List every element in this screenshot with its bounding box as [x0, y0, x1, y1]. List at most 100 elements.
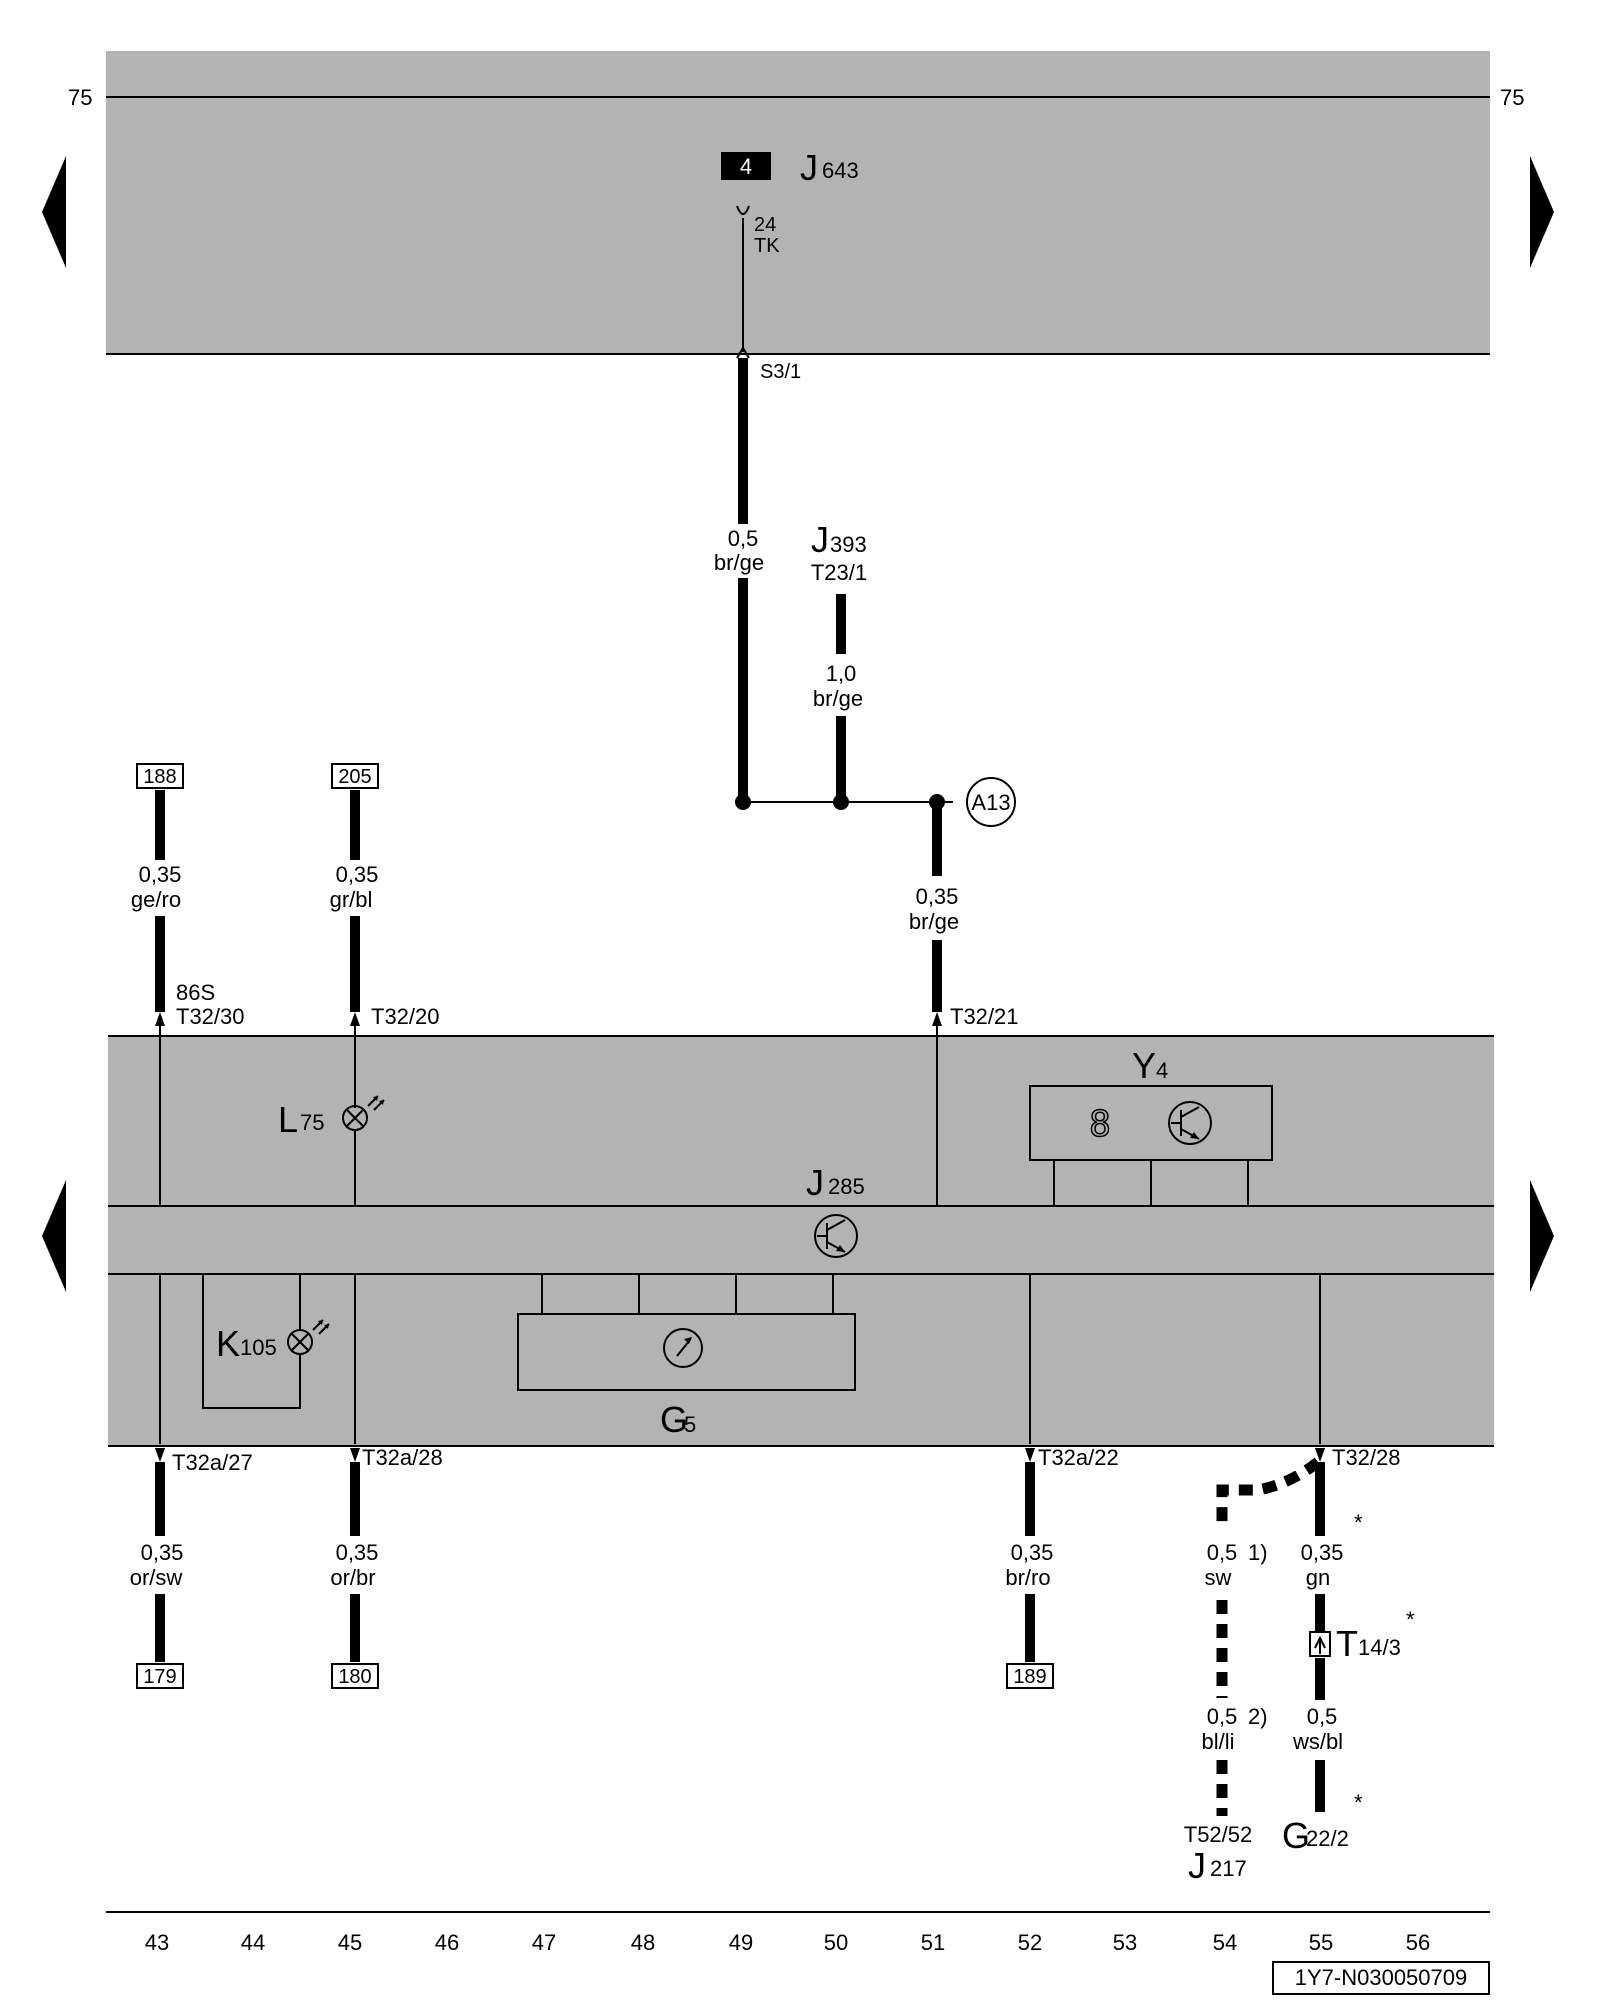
plug-t32a-22-icon — [1025, 1448, 1035, 1462]
t14-connector-icon — [1309, 1631, 1331, 1657]
wire-50-color: br/ge — [813, 686, 863, 711]
wire-54b-note: 2) — [1248, 1704, 1268, 1729]
j285-index: 285 — [828, 1174, 865, 1199]
socket-s3-icon — [736, 346, 750, 359]
panel-j643 — [106, 51, 1490, 354]
wire-54a-size: 0,5 — [1207, 1540, 1238, 1565]
y4-letter: Y — [1132, 1045, 1156, 1086]
wire-51-size: 0,35 — [916, 884, 959, 909]
asterisk-2: * — [1406, 1607, 1415, 1632]
plug-t32-21-icon — [932, 1012, 942, 1026]
column-number: 44 — [241, 1930, 265, 1955]
pin-t32-20-label: T32/20 — [371, 1004, 440, 1029]
wire-54-dashed-top — [1216, 1457, 1322, 1530]
ref-left-75: 75 — [68, 85, 92, 110]
previous-page-arrow-top[interactable] — [42, 156, 66, 268]
junction-dot-50 — [833, 794, 849, 810]
ref-188-label: 188 — [143, 766, 176, 788]
column-number: 49 — [729, 1930, 753, 1955]
plug-t32-28-icon — [1315, 1448, 1325, 1462]
previous-page-arrow-middle[interactable] — [42, 1180, 66, 1292]
ref-box-205 — [331, 763, 379, 789]
fuse-badge-number: 4 — [740, 154, 752, 179]
connector-s3-label: S3/1 — [760, 361, 801, 383]
j393-letter: J — [811, 519, 829, 560]
ref-205-label: 205 — [338, 766, 371, 788]
doc-id-label: 1Y7-N030050709 — [1295, 1965, 1467, 1990]
next-page-arrow-top[interactable] — [1530, 156, 1554, 268]
ref-box-179 — [136, 1663, 184, 1689]
wire-55b-size: 0,5 — [1307, 1704, 1338, 1729]
g5-index: 5 — [684, 1412, 696, 1437]
j217-pin-label: T52/52 — [1184, 1822, 1253, 1847]
wire-45-top-size: 0,35 — [336, 862, 379, 887]
plug-t32-30-icon — [155, 1012, 165, 1026]
ref-180-label: 180 — [338, 1666, 371, 1688]
wire-45-top-color: gr/bl — [330, 887, 373, 912]
k105-index: 105 — [240, 1335, 277, 1360]
column-number: 47 — [532, 1930, 556, 1955]
plug-t32a-27-icon — [155, 1448, 165, 1462]
column-number: 43 — [145, 1930, 169, 1955]
g5-gauge-box — [517, 1313, 856, 1391]
l75-index: 75 — [300, 1110, 324, 1135]
y4-digit-segment: 8 — [1089, 1104, 1111, 1145]
j217-letter: J — [1188, 1845, 1206, 1886]
pin-t32a-27-label: T32a/27 — [172, 1450, 253, 1475]
wire-43-bot-size: 0,35 — [141, 1540, 184, 1565]
a13-label: A13 — [971, 790, 1010, 815]
j393-index: 393 — [830, 532, 867, 557]
wire-43-bot-color: or/sw — [130, 1565, 183, 1590]
g22-index: 22/2 — [1306, 1826, 1349, 1851]
column-number: 51 — [921, 1930, 945, 1955]
a13-circle-icon — [966, 777, 1016, 827]
ref-box-189 — [1006, 1663, 1054, 1689]
l75-lamp-icon — [342, 1095, 385, 1131]
wire-45-bot-color: or/br — [330, 1565, 375, 1590]
j393-pin: T23/1 — [811, 560, 867, 585]
asterisk-3: * — [1354, 1790, 1363, 1815]
wire-54a-note: 1) — [1248, 1540, 1268, 1565]
plug-t32a-28-icon — [350, 1448, 360, 1462]
j643-index: 643 — [822, 158, 859, 183]
junction-dot-51 — [929, 794, 945, 810]
wire-54b-color: bl/li — [1201, 1729, 1234, 1754]
wire-43-top-color: ge/ro — [131, 887, 181, 912]
column-number: 46 — [435, 1930, 459, 1955]
k105-lamp-icon — [287, 1319, 330, 1355]
pin-t32-21-label: T32/21 — [950, 1004, 1019, 1029]
wire-52-bot-size: 0,35 — [1011, 1540, 1054, 1565]
ref-box-188 — [136, 763, 184, 789]
column-number: 48 — [631, 1930, 655, 1955]
pin-t32-28-label: T32/28 — [1332, 1445, 1401, 1470]
column-number: 45 — [338, 1930, 362, 1955]
doc-id-box — [1272, 1961, 1490, 1995]
column-number: 56 — [1406, 1930, 1430, 1955]
column-numbers: 43 44 45 46 47 48 49 50 51 52 53 54 55 5… — [145, 1930, 1430, 1955]
wire-43-top-size: 0,35 — [139, 862, 182, 887]
wire-45-bot-size: 0,35 — [336, 1540, 379, 1565]
wire-49-size: 0,5 — [728, 526, 759, 551]
fuse-badge — [721, 152, 771, 180]
pin-t32-30-label: T32/30 — [176, 1004, 245, 1029]
pin-86s-label: 86S — [176, 980, 215, 1005]
wire-55b-color: ws/bl — [1292, 1729, 1343, 1754]
pin-t32a-28-label: T32a/28 — [362, 1445, 443, 1470]
junction-dot-49 — [735, 794, 751, 810]
y4-index: 4 — [1156, 1058, 1168, 1083]
wire-54a-color: sw — [1205, 1565, 1232, 1590]
column-number: 55 — [1309, 1930, 1333, 1955]
g5-gauge-icon — [663, 1328, 703, 1368]
wire-52-bot-color: br/ro — [1005, 1565, 1050, 1590]
wire-55a-size: 0,35 — [1301, 1540, 1344, 1565]
j285-transistor-icon — [814, 1214, 858, 1258]
j643-letter: J — [800, 147, 818, 188]
pin-t32a-22-label: T32a/22 — [1038, 1445, 1119, 1470]
g5-letter: G — [660, 1399, 688, 1440]
plug-t32-20-icon — [350, 1012, 360, 1026]
ref-box-180 — [331, 1663, 379, 1689]
next-page-arrow-middle[interactable] — [1530, 1180, 1554, 1292]
socket-24-icon — [736, 205, 750, 215]
l75-letter: L — [278, 1099, 298, 1140]
